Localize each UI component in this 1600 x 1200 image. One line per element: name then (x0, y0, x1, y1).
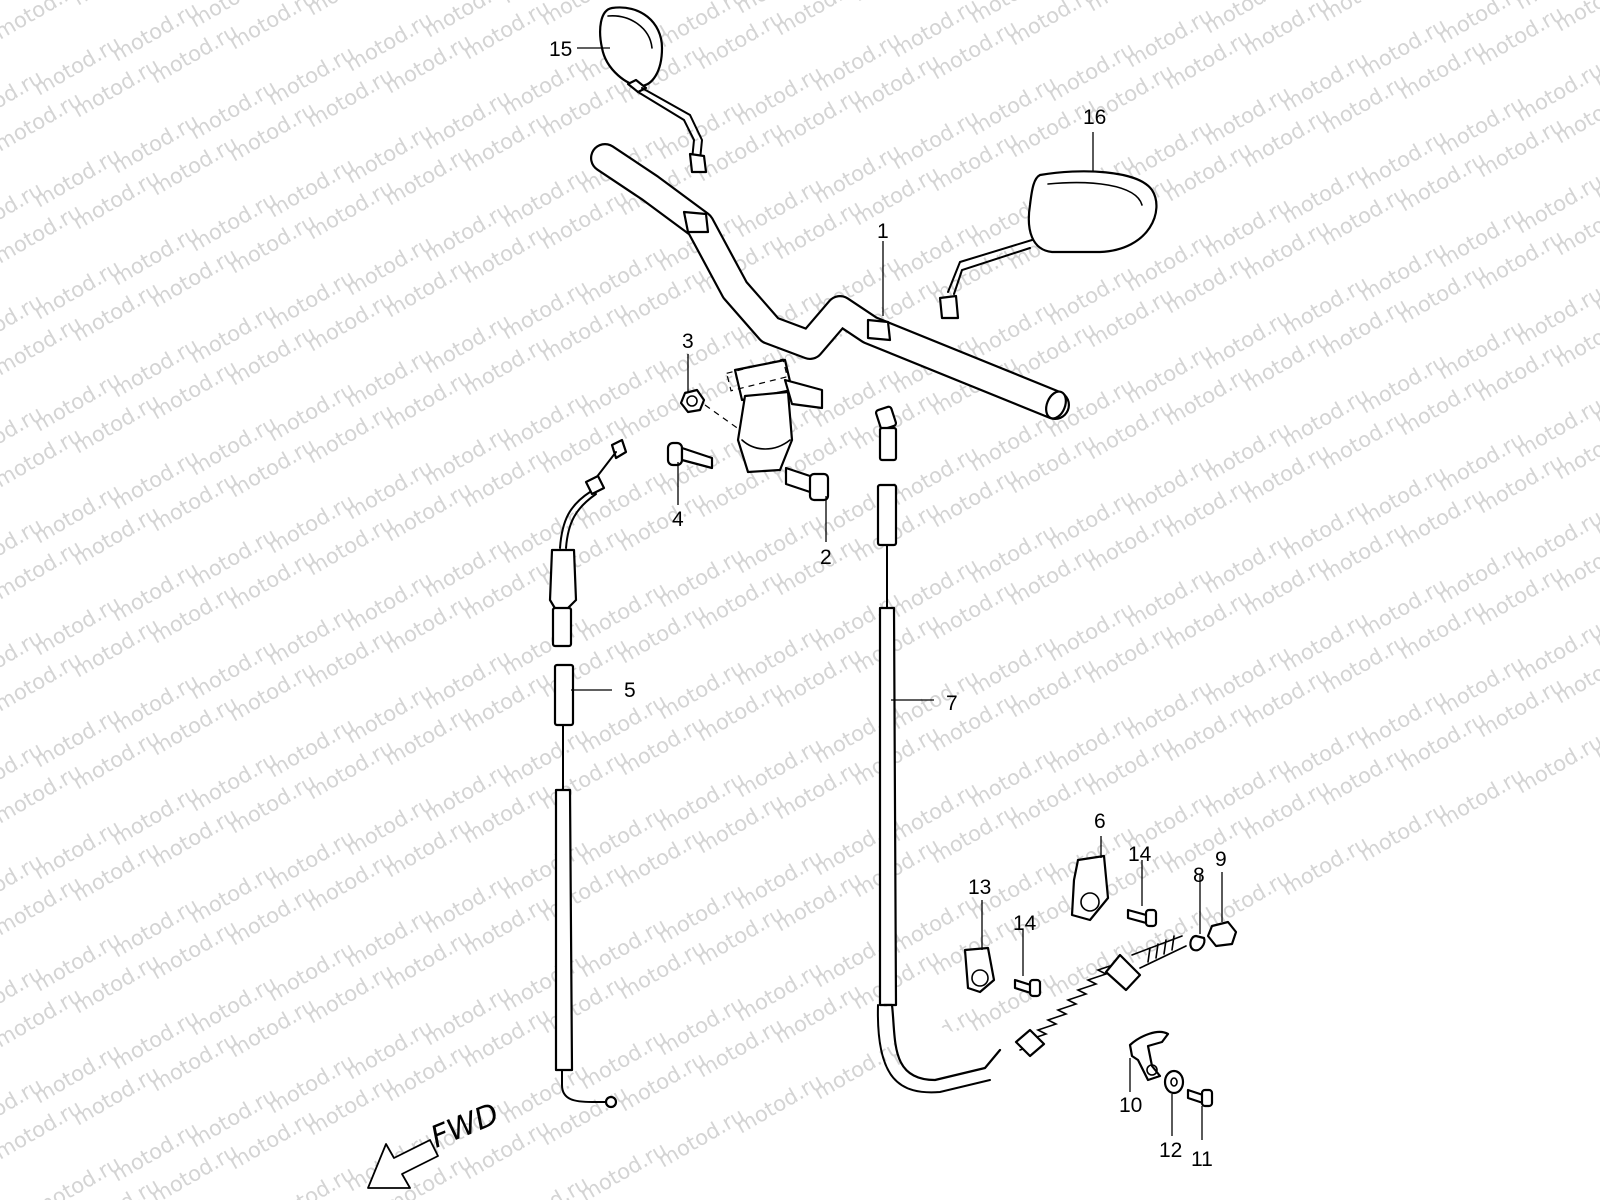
watermark-text: motod.ru (654, 1103, 749, 1172)
throttle-cable (548, 438, 628, 1109)
callout-14-lower: 14 (1013, 912, 1037, 935)
watermark-text: motod.ru (1200, 865, 1295, 934)
screw-part-11 (1186, 1088, 1214, 1108)
watermark-text: motod.ru (1083, 0, 1178, 16)
watermark-text: motod.ru (0, 0, 86, 44)
callout-7: 7 (946, 692, 958, 715)
fwd-arrow-icon (367, 1139, 439, 1189)
nut-part-3 (679, 388, 706, 414)
right-mirror (938, 170, 1158, 320)
watermark-text: motod.ru (1278, 831, 1373, 900)
watermark-text: motod.ru (30, 1151, 125, 1200)
callout-12: 12 (1159, 1139, 1182, 1162)
screw-part-14-lower (1013, 978, 1042, 998)
watermark-text: motod.ru (69, 0, 164, 10)
left-mirror (599, 6, 708, 174)
bracket-part-10 (1128, 1030, 1170, 1082)
callout-10: 10 (1119, 1094, 1142, 1117)
callout-11: 11 (1191, 1148, 1213, 1171)
callout-8: 8 (1193, 864, 1205, 887)
watermark-text: motod.ru (771, 0, 866, 40)
callout-6: 6 (1094, 810, 1106, 833)
handlebar (590, 143, 1070, 474)
callout-3: 3 (682, 330, 694, 353)
screw-part-14-upper (1126, 908, 1158, 928)
washer-part-12 (1163, 1069, 1185, 1095)
brake-cable (874, 405, 1187, 1094)
watermark-text: motod.ru (810, 1035, 905, 1104)
watermark-text: motod.ru (1317, 0, 1412, 26)
callout-labels: 15 16 1 3 4 2 5 7 6 13 14 14 8 9 10 12 1… (549, 38, 1227, 1171)
watermark-text: motod.ru (1005, 0, 1100, 50)
callout-2: 2 (820, 546, 832, 569)
nut-part-9 (1206, 920, 1238, 948)
clip-part-6 (1070, 854, 1110, 922)
watermark-text: motod.ru (1122, 899, 1217, 968)
washer-part-8 (1189, 934, 1206, 952)
callout-16: 16 (1083, 106, 1106, 129)
bolt-part-4 (666, 441, 714, 470)
watermark-text: motod.ru (732, 1069, 827, 1138)
watermark-text: motod.ru (1512, 729, 1600, 798)
bolt-part-2 (784, 466, 830, 502)
leader-lines (571, 47, 1223, 1140)
callout-15: 15 (549, 38, 572, 61)
callout-1: 1 (877, 220, 889, 243)
watermark-text: motod.ru (849, 0, 944, 6)
callout-4: 4 (672, 508, 684, 531)
callout-14-upper: 14 (1128, 843, 1152, 866)
callout-5: 5 (624, 679, 636, 702)
clip-part-13 (963, 946, 996, 994)
watermark-text: motod.ru (1356, 797, 1451, 866)
callout-13: 13 (968, 876, 991, 899)
watermark-text: motod.ru (1434, 763, 1529, 832)
callout-9: 9 (1215, 848, 1227, 871)
watermark-text: motod.ru (576, 1137, 671, 1200)
watermark-text: motod.ru (303, 0, 398, 20)
